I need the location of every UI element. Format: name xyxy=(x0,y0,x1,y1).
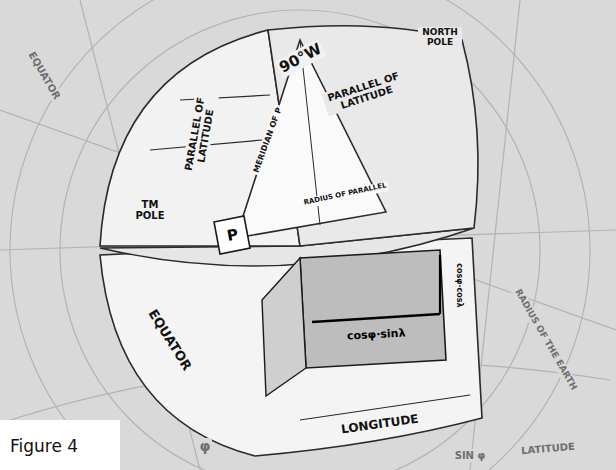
model-label: TM POLE xyxy=(128,198,172,222)
figure-caption: Figure 4 xyxy=(8,436,80,457)
model-label: SIN φ xyxy=(453,449,488,462)
model-label: φ xyxy=(198,438,213,455)
model-label: LATITUDE xyxy=(519,439,578,457)
model-label: RADIUS OF THE EARTH xyxy=(510,286,580,395)
cos-cos-segment xyxy=(439,255,441,314)
cos-sin-segment xyxy=(312,314,440,322)
sketch-circle xyxy=(60,10,540,470)
quadrant-side xyxy=(262,258,306,396)
model-label: NORTH POLE xyxy=(418,27,462,49)
caption-ground xyxy=(0,420,120,470)
quadrant-cut xyxy=(300,250,446,368)
point-tab xyxy=(214,216,250,254)
meridian-triangle xyxy=(236,40,386,238)
model-label: EQUATOR xyxy=(25,47,65,103)
sketch-circle xyxy=(10,0,590,470)
lower-hemisphere xyxy=(100,238,482,456)
model-label: cosφ·cosλ xyxy=(453,261,464,309)
model-label: P xyxy=(223,225,241,246)
